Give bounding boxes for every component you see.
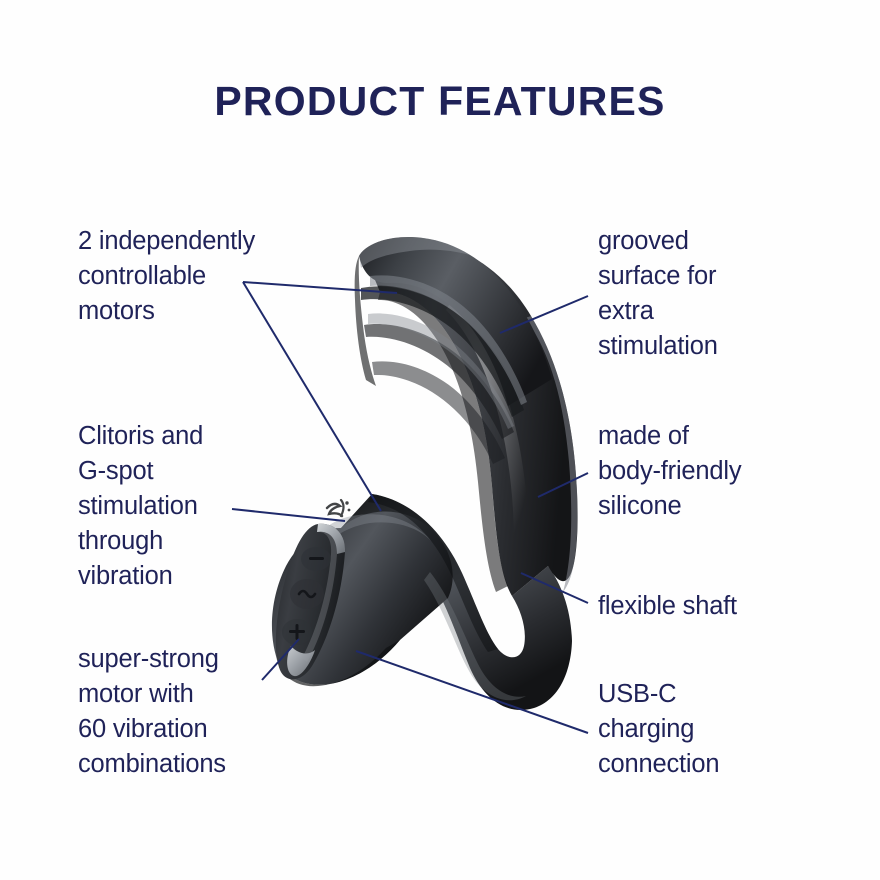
leader-flexible	[520, 572, 589, 604]
product-shaft-rim-light	[525, 316, 578, 592]
product-head-groove-1	[361, 286, 524, 417]
leader-clitoris	[231, 508, 346, 522]
control-panel-rim-bottom	[287, 646, 315, 677]
callout-grooved-surface: grooved surface for extra stimulation	[598, 227, 718, 360]
callout-super-strong-motor: super-strong motor with 60 vibration com…	[78, 645, 226, 778]
leader-motors-to-head	[242, 281, 398, 294]
product-head-groove-2	[364, 324, 514, 439]
callout-clitoris-gspot-stimulation: Clitoris and G-spot stimulation through …	[78, 422, 204, 590]
leader-superstrong	[261, 638, 300, 681]
product-curl-highlight	[424, 572, 526, 701]
mode-button[interactable]	[290, 579, 324, 609]
product-head-groove-3	[372, 361, 505, 464]
callout-body-friendly-silicone: made of body-friendly silicone	[598, 422, 742, 520]
control-panel-rim-top	[317, 523, 346, 554]
control-panel-highlight	[302, 531, 338, 662]
product-head-top-cap	[359, 237, 470, 268]
product-head-ridge-highlight-2	[368, 313, 514, 429]
satisfyer-logo-icon	[325, 498, 351, 518]
product-head-left-edge	[354, 256, 376, 386]
leader-silicone	[537, 472, 589, 498]
callout-usbc-charging: USB-C charging connection	[598, 680, 720, 778]
product-curl-shadow	[368, 494, 498, 652]
page-title: PRODUCT FEATURES	[214, 78, 666, 124]
product-body	[271, 237, 578, 711]
minus-button[interactable]	[301, 547, 331, 571]
product-curl-hook	[341, 494, 572, 711]
leader-usbc	[355, 650, 589, 734]
plus-icon-v	[295, 624, 299, 640]
product-head-grooved	[354, 237, 552, 464]
plus-button[interactable]	[282, 619, 312, 645]
leader-grooved	[499, 295, 589, 334]
wave-icon	[297, 589, 317, 599]
callout-flexible-shaft: flexible shaft	[598, 592, 737, 620]
product-head-ridge-highlight-1	[370, 275, 527, 405]
callout-independent-motors: 2 independently controllable motors	[78, 227, 256, 325]
leader-lines	[231, 281, 589, 734]
product-handle-tip-shadow	[276, 640, 400, 687]
minus-icon	[309, 557, 324, 560]
leader-motors-to-handle	[242, 281, 382, 512]
product-handle	[271, 498, 453, 687]
